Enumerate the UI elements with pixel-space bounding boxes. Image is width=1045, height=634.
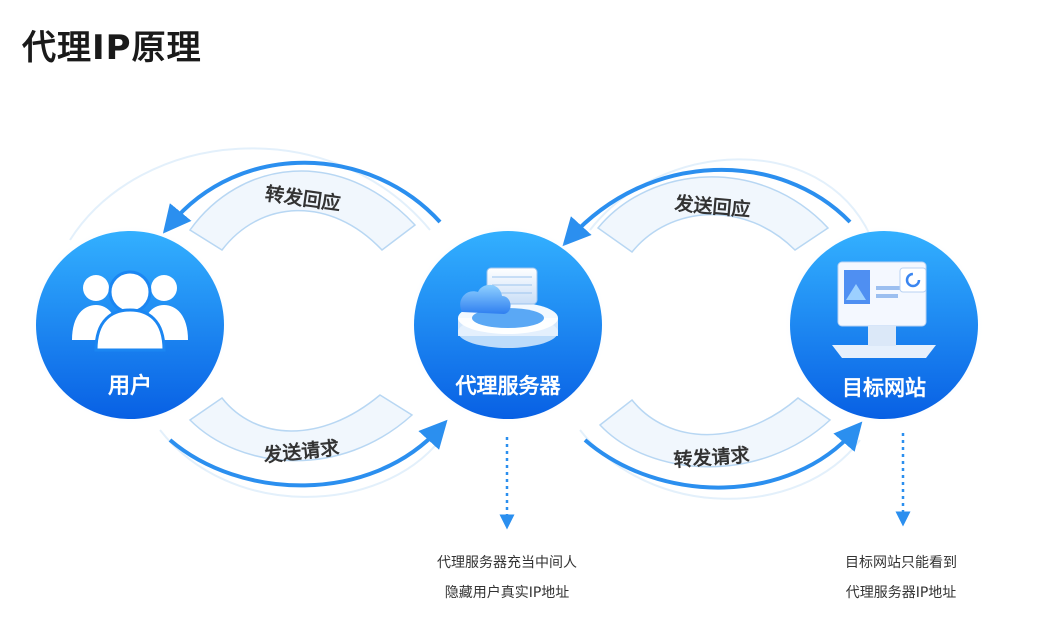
users-icon [72,270,188,352]
node-user-label: 用户 [108,373,152,399]
band-top-left [188,170,417,252]
monitor-chart-icon [832,261,936,358]
note-target: 目标网站只能看到 代理服务器IP地址 [771,548,1031,608]
outer-ring-top-right [589,158,871,236]
band-bottom-left [188,394,414,462]
outer-ring-bottom-left [159,429,441,498]
note-proxy: 代理服务器充当中间人 隐藏用户真实IP地址 [377,548,637,608]
arrow-request-to-proxy [168,419,448,488]
band-bottom-right [598,397,832,468]
node-proxy: 代理服务器 [408,225,608,425]
loop-user-proxy: 转发回应 发送请求 [69,147,448,498]
node-target: 目标网站 [784,225,984,425]
label-forward-request: 转发请求 [673,443,751,471]
node-user: 用户 [30,225,230,425]
arrow-request-to-target [583,421,863,490]
note-target-line-1: 目标网站只能看到 [845,555,957,571]
outer-ring-top-left [69,147,431,241]
band-top-right [596,176,830,254]
page-title: 代理IP原理 [22,28,202,68]
arrow-response-to-user [162,160,442,234]
node-proxy-label: 代理服务器 [455,374,562,398]
cloud-server-icon [458,267,558,348]
note-proxy-line-1: 代理服务器充当中间人 [437,555,577,571]
loop-proxy-target: 发送回应 转发请求 [562,158,871,500]
node-target-label: 目标网站 [842,376,926,400]
note-target-line-2: 代理服务器IP地址 [845,585,957,601]
arrow-response-to-proxy [562,167,852,247]
note-proxy-line-2: 隐藏用户真实IP地址 [444,585,570,601]
